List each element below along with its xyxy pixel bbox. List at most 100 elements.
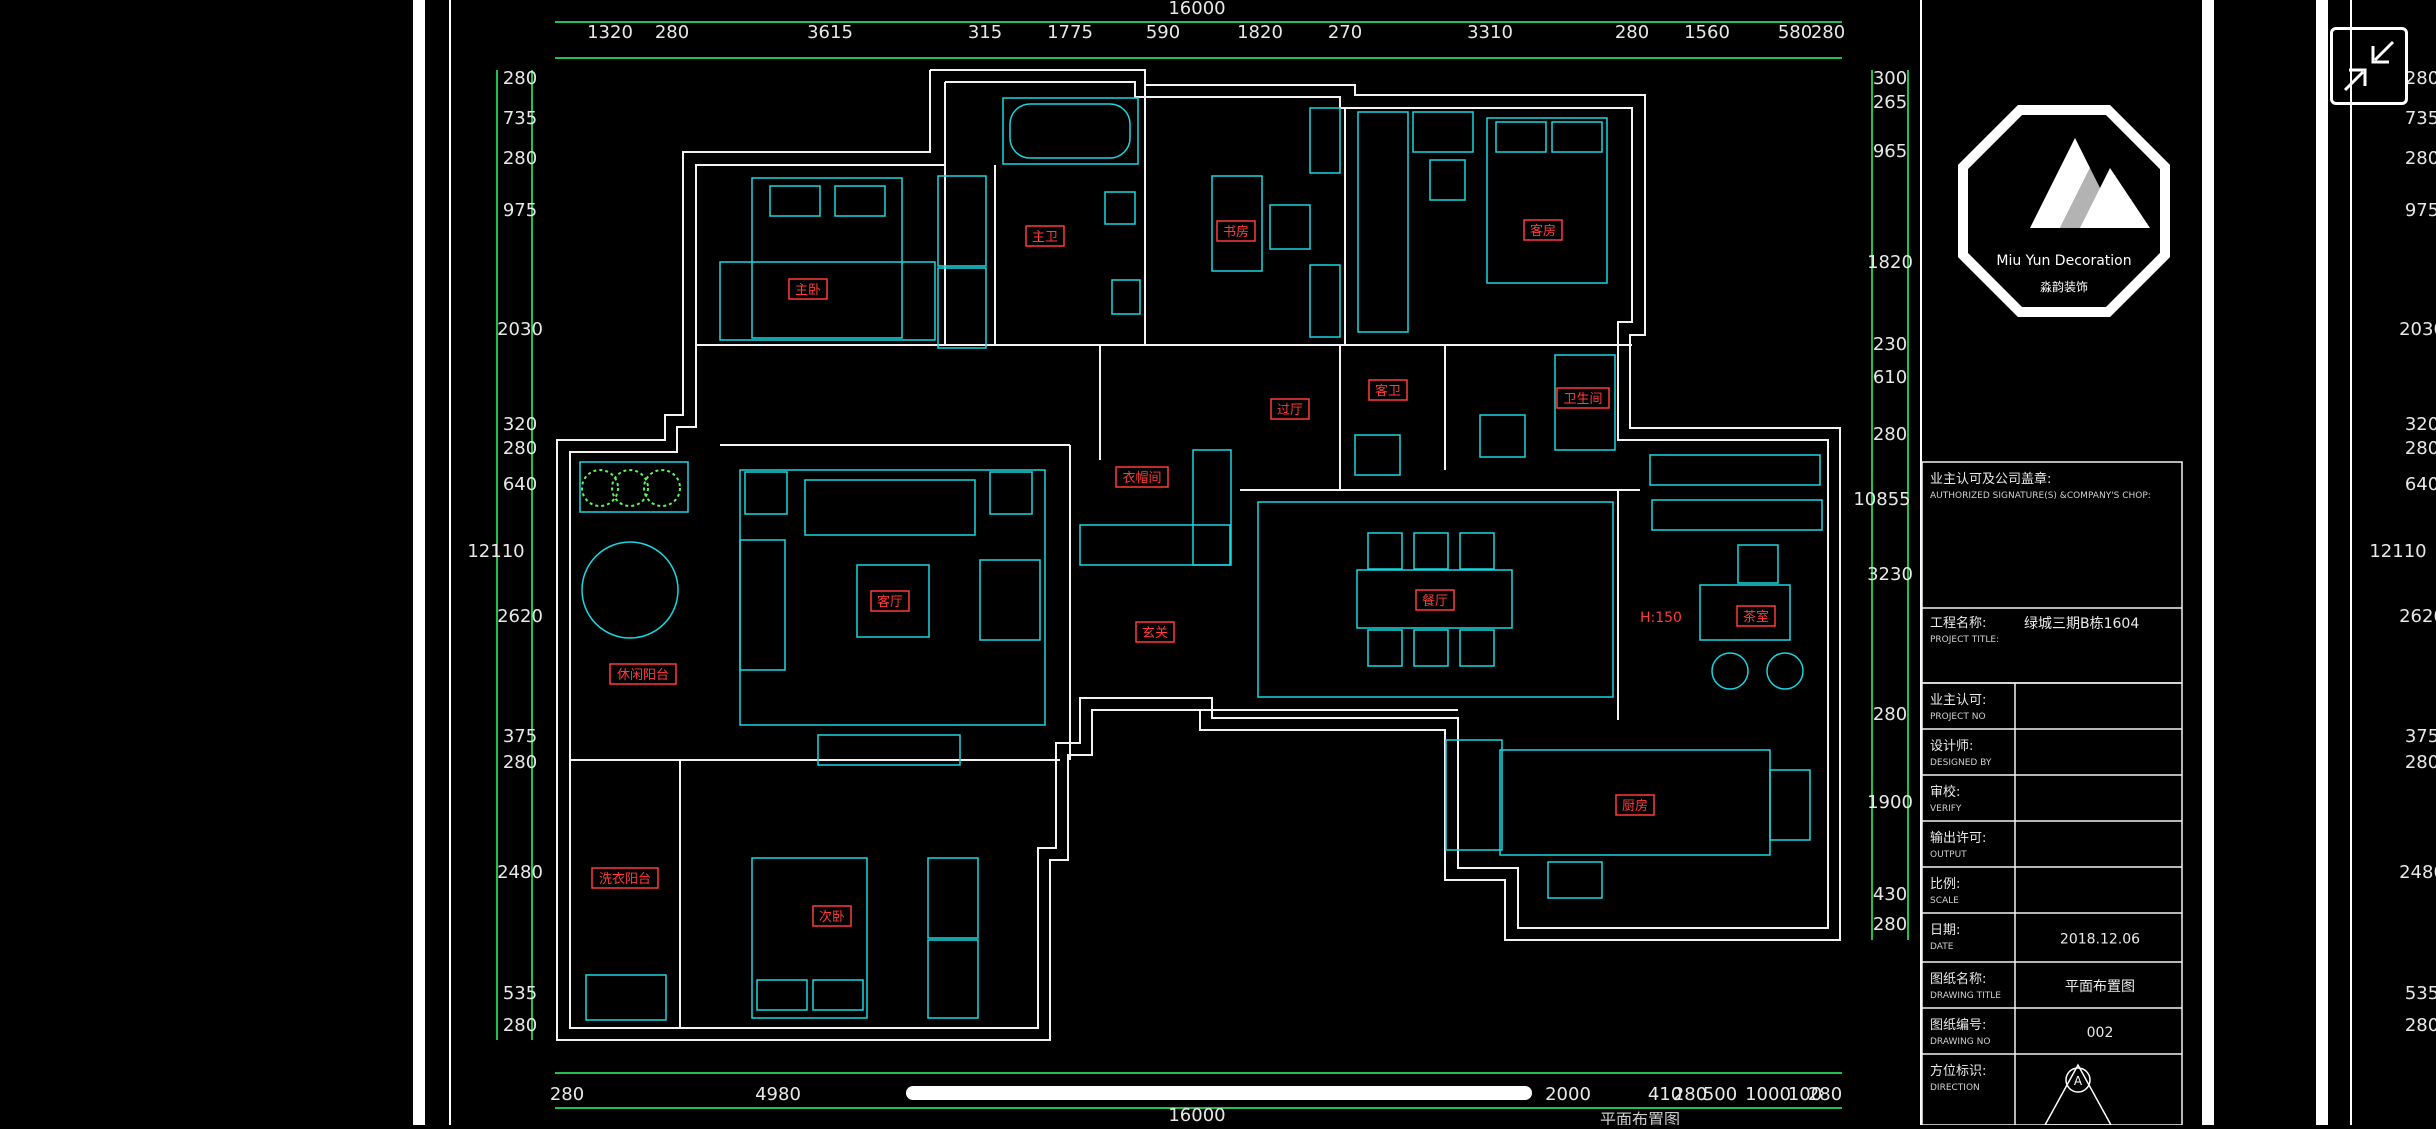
svg-text:洗衣阳台: 洗衣阳台 xyxy=(599,871,651,887)
title-row: 业主认可: PROJECT NO xyxy=(1930,693,1986,722)
bottom-dim-label: 1000 xyxy=(1745,1084,1791,1105)
room-label-guest-bedroom: 客房 xyxy=(1523,219,1563,241)
bottom-dim-label: 500 xyxy=(1703,1084,1737,1105)
bottom-dim-label: 280 xyxy=(550,1084,584,1105)
left-dim-label: 280 xyxy=(503,1015,537,1036)
company-logo: Miu Yun Decoration 淼韵装饰 xyxy=(1958,105,2170,317)
top-dim-label: 590 xyxy=(1146,22,1180,43)
bottom-dim-label: 280 xyxy=(1808,1084,1842,1105)
far-right-dim-label: 535 xyxy=(2405,983,2436,1004)
svg-text:主卧: 主卧 xyxy=(795,283,821,298)
title-row-label-cn: 方位标识: xyxy=(1930,1063,1986,1079)
left-dim-label: 640 xyxy=(503,474,537,495)
project-label-en: PROJECT TITLE: xyxy=(1930,635,1999,645)
title-row-label-en: DIRECTION xyxy=(1930,1083,1980,1093)
room-label-tea-room: 茶室 xyxy=(1736,605,1776,627)
left-dim-label: 320 xyxy=(503,414,537,435)
room-label-dining-room: 餐厅 xyxy=(1415,589,1455,611)
svg-text:客卫: 客卫 xyxy=(1375,383,1401,399)
svg-text:厨房: 厨房 xyxy=(1622,798,1648,814)
svg-text:书房: 书房 xyxy=(1223,224,1249,240)
room-label-foyer: 玄关 xyxy=(1135,621,1175,643)
far-right-dim-label: 12110 xyxy=(2369,541,2426,562)
far-right-dim-label: 280 xyxy=(2405,148,2436,169)
frame-line-far xyxy=(2350,0,2352,1125)
total-dim-top: 16000 xyxy=(1168,0,1225,19)
room-label-powder-room: 卫生间 xyxy=(1556,387,1610,409)
right-dim-label: 1900 xyxy=(1867,792,1913,813)
far-right-dim-label: 640 xyxy=(2405,474,2436,495)
minimize-button[interactable] xyxy=(2330,27,2408,105)
floor-plan-walls xyxy=(556,69,1841,1041)
svg-text:主卫: 主卫 xyxy=(1032,230,1058,245)
room-label-living-room: 客厅 xyxy=(870,590,910,612)
top-dim-label: 280 xyxy=(1811,22,1845,43)
logo-cn: 淼韵装饰 xyxy=(2040,279,2088,294)
top-dim-label: 315 xyxy=(968,22,1002,43)
right-dim-label: 965 xyxy=(1873,141,1907,162)
room-label-study: 书房 xyxy=(1216,220,1256,242)
room-label-guest-bath: 客卫 xyxy=(1368,379,1408,401)
title-row-label-en: DATE xyxy=(1930,942,1954,952)
right-dim-label: 300 xyxy=(1873,68,1907,89)
frame-line-left xyxy=(449,0,451,1125)
frame-bar-left xyxy=(413,0,425,1125)
home-indicator[interactable] xyxy=(906,1086,1532,1100)
title-row: 审校:VERIFY xyxy=(1930,784,1962,814)
right-dim-label: 265 xyxy=(1873,92,1907,113)
title-row-label-en: OUTPUT xyxy=(1930,850,1967,860)
left-dim-label: 280 xyxy=(503,148,537,169)
furniture xyxy=(579,97,1823,1021)
room-label-second-bedroom: 次卧 xyxy=(812,905,852,927)
title-row-label-cn: 图纸名称: xyxy=(1930,971,1986,987)
title-row-label-cn: 比例: xyxy=(1930,877,1960,892)
total-dim-bottom: 16000 xyxy=(1168,1105,1225,1125)
left-dim-label: 280 xyxy=(503,752,537,773)
far-right-dims: 2807352809752030320280640121102620375280… xyxy=(2369,68,2436,1036)
top-dim-label: 1820 xyxy=(1237,22,1283,43)
right-dim-label: 3230 xyxy=(1867,564,1913,585)
left-dim-label: 280 xyxy=(503,438,537,459)
bottom-dimension-chain xyxy=(555,1072,1842,1109)
far-right-dim-label: 2030 xyxy=(2399,319,2436,340)
title-row-label-cn: 图纸编号: xyxy=(1930,1018,1986,1033)
project-value: 绿城三期B栋1604 xyxy=(2024,615,2139,632)
right-dim-label: 610 xyxy=(1873,367,1907,388)
top-dim-label: 1320 xyxy=(587,22,633,43)
top-dim-label: 1775 xyxy=(1047,22,1093,43)
far-right-dim-label: 320 xyxy=(2405,414,2436,435)
interior-partitions xyxy=(570,85,1640,1028)
svg-text:休闲阳台: 休闲阳台 xyxy=(617,668,669,683)
project-label-cn: 工程名称: xyxy=(1930,615,1986,631)
title-row: 比例:SCALE xyxy=(1930,877,1960,906)
far-right-dim-label: 2620 xyxy=(2399,606,2436,627)
auth-label-en: AUTHORIZED SIGNATURE(S) &COMPANY'S CHOP: xyxy=(1930,491,2151,501)
svg-text:客房: 客房 xyxy=(1530,223,1556,239)
title-row: 输出许可:OUTPUT xyxy=(1930,830,1986,860)
title-row-label-en: PROJECT NO xyxy=(1930,712,1986,722)
title-row-label-cn: 设计师: xyxy=(1930,739,1973,754)
bottom-dim-label: 100 xyxy=(1788,1084,1822,1105)
title-row-label-en: DRAWING NO xyxy=(1930,1037,1990,1047)
title-row-value: 平面布置图 xyxy=(2065,979,2135,995)
height-note: H:150 xyxy=(1640,610,1682,626)
svg-text:玄关: 玄关 xyxy=(1142,626,1168,641)
right-dim-label: 280 xyxy=(1873,704,1907,725)
title-row-label-cn: 业主认可: xyxy=(1930,693,1986,708)
frame-bar-right xyxy=(2202,0,2214,1125)
title-row-label-en: VERIFY xyxy=(1930,804,1962,814)
right-dim-label: 1820 xyxy=(1867,252,1913,273)
right-dims: 3002659651820230610280108553230280190043… xyxy=(1853,68,1913,935)
right-dimension-chain xyxy=(1871,70,1909,940)
far-right-dim-label: 280 xyxy=(2405,68,2436,89)
room-label-master-bath: 主卫 xyxy=(1025,225,1065,247)
right-dim-label: 430 xyxy=(1873,884,1907,905)
top-dim-label: 270 xyxy=(1328,22,1362,43)
frame-bar-far xyxy=(2316,0,2328,1125)
planter xyxy=(581,469,681,507)
collapse-arrows-icon xyxy=(2343,40,2395,92)
far-right-dim-label: 2480 xyxy=(2399,862,2436,883)
